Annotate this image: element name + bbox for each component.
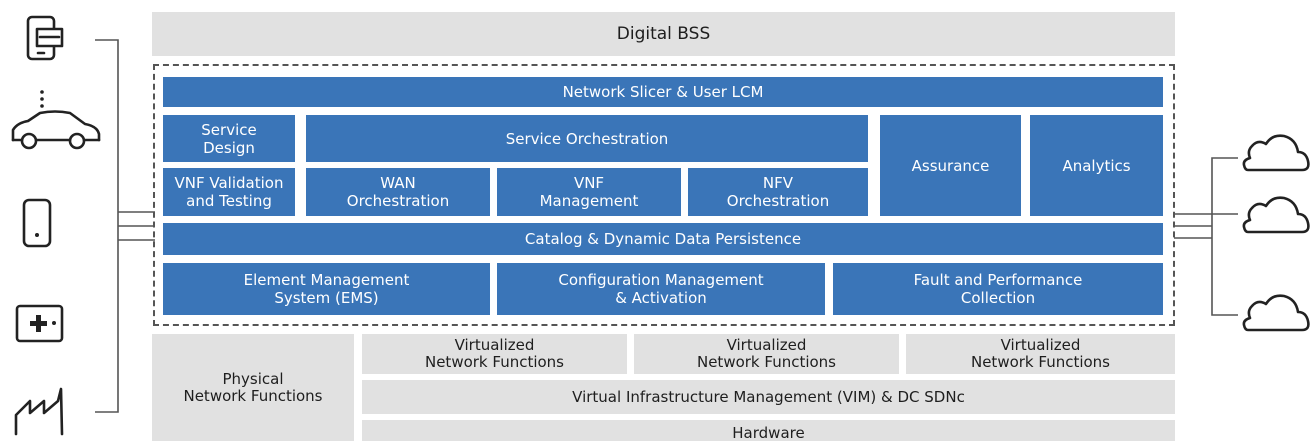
cloud-icon [1242, 134, 1310, 172]
ems-box: Element Management System (EMS) [163, 263, 490, 315]
medical-device-icon [15, 304, 64, 343]
virtualized-nf-box: Virtualized Network Functions [362, 334, 627, 374]
assurance-box: Assurance [880, 115, 1021, 216]
hardware-box: Hardware [362, 420, 1175, 442]
virtualized-nf-box: Virtualized Network Functions [906, 334, 1175, 374]
cloud-icon [1242, 196, 1310, 234]
factory-icon [14, 387, 64, 436]
more-dots-icon [40, 90, 44, 108]
smartphone-icon [22, 198, 52, 248]
card-device-icon [26, 15, 64, 61]
nfv-orchestration-box: NFV Orchestration [688, 168, 868, 216]
digital-bss-layer: Digital BSS [152, 12, 1175, 56]
service-orchestration-box: Service Orchestration [306, 115, 868, 162]
orchestration-container [153, 64, 1175, 326]
medical-cross-v [36, 315, 41, 332]
smartphone-button-dot [35, 233, 39, 237]
right-bracket-line [1211, 157, 1238, 316]
virtualized-nf-box: Virtualized Network Functions [634, 334, 899, 374]
vim-box: Virtual Infrastructure Management (VIM) … [362, 380, 1175, 414]
cloud-icon [1242, 294, 1310, 332]
service-design-box: Service Design [163, 115, 295, 162]
catalog-box: Catalog & Dynamic Data Persistence [163, 223, 1163, 255]
analytics-box: Analytics [1030, 115, 1163, 216]
medical-dot [52, 321, 56, 325]
vnf-management-box: VNF Management [497, 168, 681, 216]
config-management-box: Configuration Management & Activation [497, 263, 825, 315]
network-slicer-box: Network Slicer & User LCM [163, 77, 1163, 107]
car-icon [11, 110, 101, 150]
physical-nf-box: Physical Network Functions [152, 334, 354, 441]
wan-orchestration-box: WAN Orchestration [306, 168, 490, 216]
fault-performance-box: Fault and Performance Collection [833, 263, 1163, 315]
left-bracket-line [95, 39, 119, 413]
vnf-validation-box: VNF Validation and Testing [163, 168, 295, 216]
